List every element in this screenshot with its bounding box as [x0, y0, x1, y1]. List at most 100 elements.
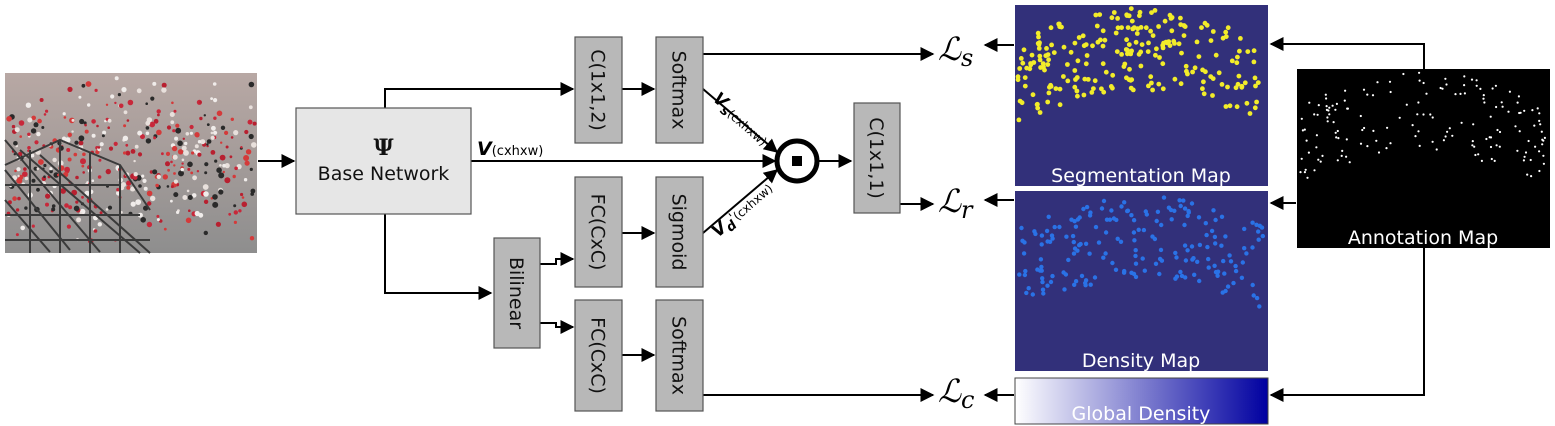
- density-point: [1038, 257, 1044, 262]
- segmentation-point: [1053, 86, 1059, 91]
- segmentation-point: [1252, 105, 1258, 111]
- annotation-point: [1523, 155, 1526, 158]
- crowd-person: [187, 167, 191, 171]
- crowd-person: [172, 129, 176, 133]
- density-point: [1087, 251, 1092, 256]
- crowd-person: [216, 110, 223, 117]
- density-point: [1204, 232, 1209, 238]
- crowd-person: [31, 178, 36, 183]
- annotation-point: [1375, 139, 1378, 142]
- annotation-point: [1334, 131, 1337, 134]
- crowd-person: [185, 217, 192, 224]
- crowd-person: [82, 171, 85, 174]
- crowd-person: [233, 210, 238, 215]
- crowd-person: [156, 109, 161, 114]
- annotation-point: [1530, 175, 1533, 178]
- crowd-person: [15, 208, 20, 212]
- arrow-vs-to-product: [702, 88, 779, 153]
- segmentation-point: [1244, 100, 1250, 106]
- crowd-person: [20, 225, 26, 231]
- density-point: [1257, 304, 1262, 309]
- annotation-point: [1459, 92, 1462, 95]
- crowd-person: [249, 236, 255, 241]
- crowd-person: [216, 167, 222, 173]
- crowd-person: [27, 146, 31, 150]
- density-point: [1101, 255, 1106, 260]
- density-point: [1093, 224, 1099, 230]
- annotation-point: [1435, 148, 1438, 151]
- crowd-person: [222, 170, 225, 174]
- crowd-person: [173, 172, 176, 175]
- crowd-person: [97, 222, 103, 227]
- segmentation-point: [1061, 74, 1066, 79]
- density-point: [1070, 233, 1076, 239]
- density-point: [1177, 198, 1182, 203]
- annotation-point: [1531, 109, 1534, 112]
- annotation-point: [1389, 90, 1392, 94]
- crowd-person: [213, 98, 218, 103]
- segmentation-points: [1015, 6, 1261, 123]
- crowd-person: [249, 167, 253, 171]
- annotation-point: [1341, 149, 1344, 152]
- crowd-person: [189, 124, 194, 130]
- crowd-person: [156, 129, 162, 136]
- density-point: [1153, 261, 1159, 266]
- annotation-point: [1485, 137, 1488, 141]
- crowd-person: [43, 163, 47, 168]
- crowd-person: [170, 160, 173, 164]
- segmentation-point: [1183, 63, 1189, 69]
- segmentation-point: [1019, 100, 1025, 106]
- annotation-point: [1480, 159, 1483, 162]
- density-map: Density Map: [1015, 191, 1268, 372]
- crowd-person: [141, 174, 145, 178]
- density-point: [1182, 206, 1188, 211]
- segmentation-point: [1114, 49, 1120, 54]
- segmentation-point: [1242, 80, 1248, 86]
- segmentation-point: [1074, 75, 1080, 80]
- crowd-person: [240, 192, 244, 197]
- crowd-person: [67, 132, 73, 137]
- crowd-person: [121, 182, 126, 188]
- segmentation-point: [1015, 74, 1021, 80]
- crowd-person: [149, 121, 156, 128]
- crowd-person: [125, 143, 129, 147]
- crowd-person: [91, 179, 95, 182]
- segmentation-point: [1103, 69, 1109, 75]
- annotation-point: [1518, 111, 1521, 115]
- density-point: [1030, 292, 1036, 297]
- segmentation-point: [1204, 22, 1210, 28]
- segmentation-point: [1148, 28, 1153, 34]
- crowd-person: [169, 112, 175, 117]
- fc-density-block: FC(CxC): [574, 176, 623, 288]
- annotation-point: [1477, 153, 1480, 156]
- density-point: [1223, 288, 1228, 294]
- segmentation-point: [1076, 35, 1082, 40]
- segmentation-point: [1213, 52, 1219, 58]
- crowd-person: [212, 201, 219, 208]
- segmentation-point: [1083, 61, 1089, 67]
- density-points: [1017, 195, 1266, 309]
- crowd-person: [126, 185, 131, 190]
- crowd-person: [187, 195, 193, 200]
- crowd-person: [81, 83, 86, 88]
- annotation-point: [1325, 97, 1328, 100]
- segmentation-point: [1152, 7, 1158, 13]
- annotation-point: [1315, 134, 1318, 137]
- segmentation-point: [1172, 41, 1177, 46]
- crowd-person: [105, 208, 109, 211]
- annotation-point: [1376, 81, 1379, 84]
- density-point: [1205, 244, 1210, 250]
- crowd-person: [108, 146, 114, 151]
- crowd-person: [97, 175, 102, 179]
- density-point: [1254, 222, 1259, 227]
- annotation-point: [1307, 151, 1310, 154]
- density-point: [1256, 229, 1261, 234]
- crowd-person: [182, 195, 188, 200]
- global-density-label: Global Density: [1072, 403, 1211, 425]
- segmentation-point: [1234, 104, 1240, 110]
- annotation-point: [1372, 129, 1375, 132]
- annotation-point: [1359, 114, 1362, 118]
- crowd-person: [211, 125, 216, 131]
- segmentation-point: [1109, 15, 1115, 21]
- vector-label-vd: Vd'(cxhxw): [708, 178, 779, 244]
